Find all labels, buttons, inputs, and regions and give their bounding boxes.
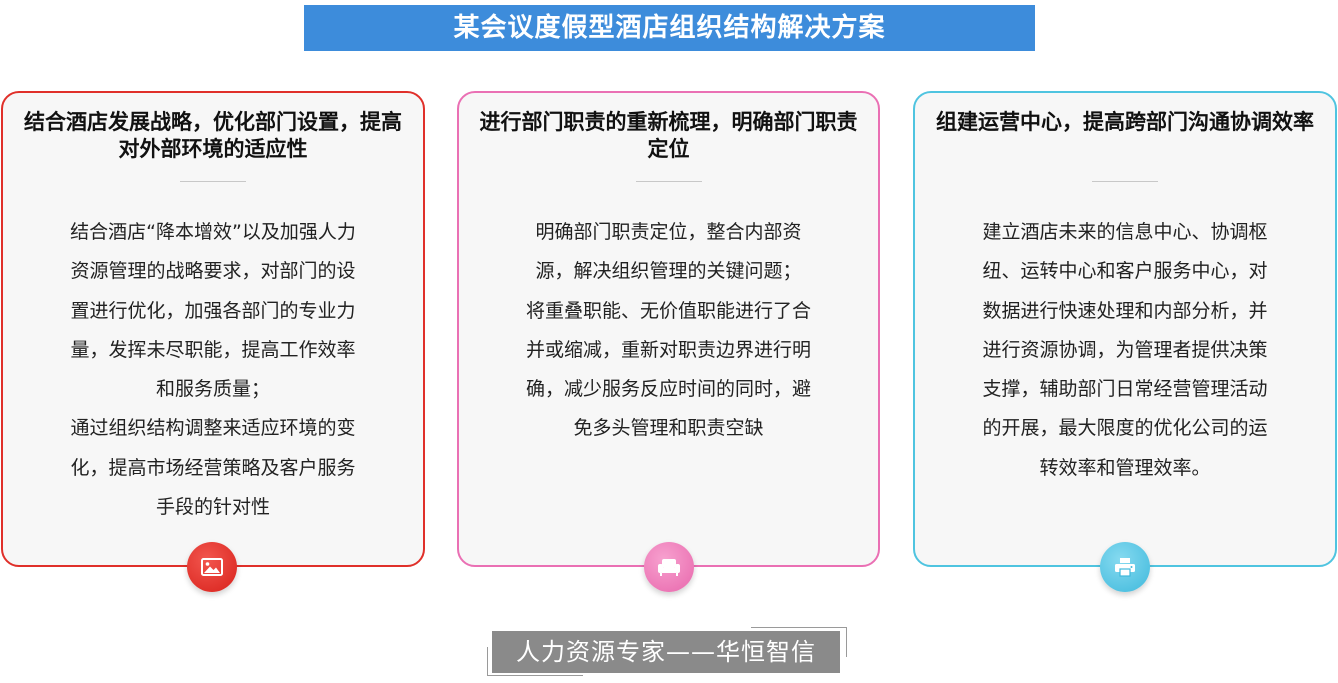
divider	[635, 181, 702, 182]
printer-icon	[1100, 542, 1150, 592]
sofa-icon	[644, 542, 694, 592]
card-heading: 结合酒店发展战略，优化部门设置，提高对外部环境的适应性	[24, 110, 402, 161]
card-heading: 进行部门职责的重新梳理，明确部门职责定位	[479, 110, 858, 161]
card-body: 建立酒店未来的信息中心、协调枢纽、运转中心和客户服务中心，对数据进行快速处理和内…	[975, 213, 1275, 488]
solution-card-3: 组建运营中心，提高跨部门沟通协调效率 建立酒店未来的信息中心、协调枢纽、运转中心…	[913, 91, 1337, 567]
footer-frame	[487, 627, 847, 679]
divider	[180, 181, 246, 182]
card-paragraph: 结合酒店“降本增效”以及加强人力资源管理的战略要求，对部门的设置进行优化，加强各…	[70, 221, 356, 401]
card-paragraph: 建立酒店未来的信息中心、协调枢纽、运转中心和客户服务中心，对数据进行快速处理和内…	[982, 221, 1268, 479]
solution-card-1: 结合酒店发展战略，优化部门设置，提高对外部环境的适应性 结合酒店“降本增效”以及…	[1, 91, 425, 567]
solution-card-2: 进行部门职责的重新梳理，明确部门职责定位 明确部门职责定位，整合内部资源，解决组…	[457, 91, 880, 567]
image-icon	[187, 542, 237, 592]
card-paragraph: 通过组织结构调整来适应环境的变化，提高市场经营策略及客户服务手段的针对性	[70, 417, 356, 519]
card-paragraph: 明确部门职责定位，整合内部资源，解决组织管理的关键问题；	[535, 221, 802, 283]
footer-brand: 人力资源专家——华恒智信	[492, 631, 840, 673]
card-heading: 组建运营中心，提高跨部门沟通协调效率	[936, 110, 1314, 134]
divider	[1092, 181, 1158, 182]
page-title: 某会议度假型酒店组织结构解决方案	[304, 5, 1035, 51]
card-paragraph: 将重叠职能、无价值职能进行了合并或缩减，重新对职责边界进行明确，减少服务反应时间…	[525, 299, 811, 440]
card-body: 明确部门职责定位，整合内部资源，解决组织管理的关键问题； 将重叠职能、无价值职能…	[519, 213, 819, 449]
card-body: 结合酒店“降本增效”以及加强人力资源管理的战略要求，对部门的设置进行优化，加强各…	[63, 213, 363, 527]
